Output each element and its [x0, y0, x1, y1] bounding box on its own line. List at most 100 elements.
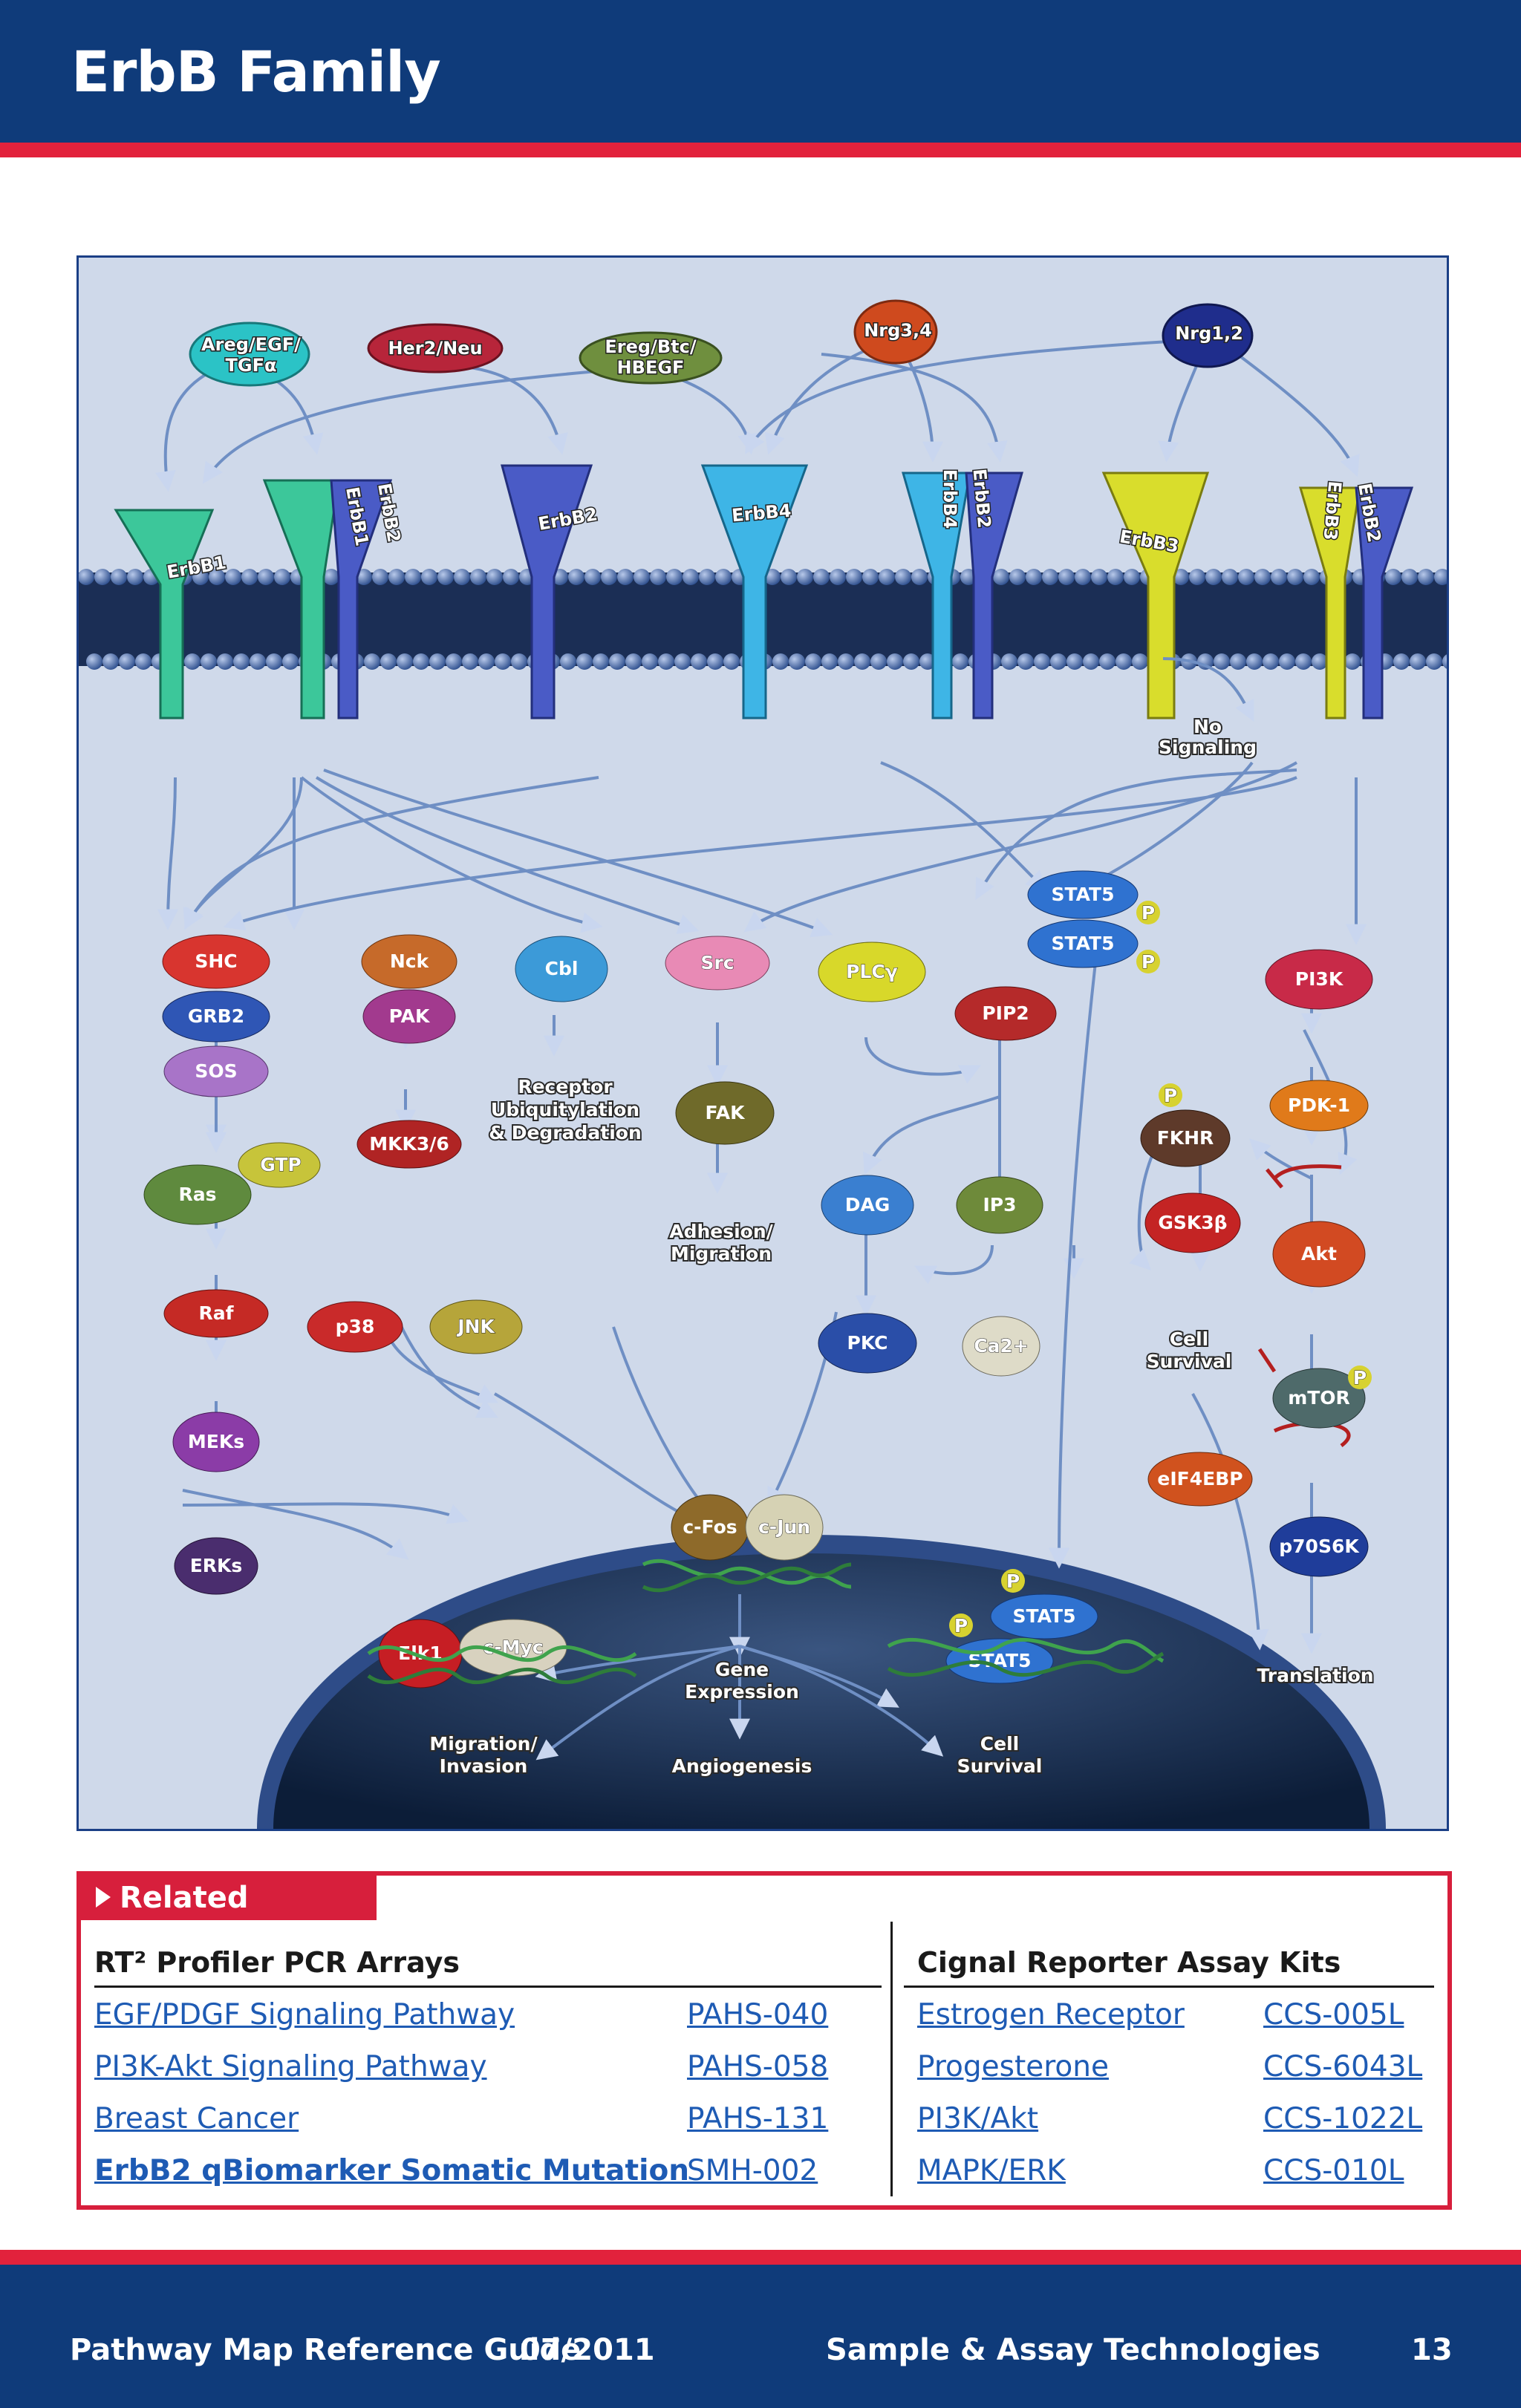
link-pahs-058[interactable]: PAHS-058 [687, 2050, 829, 2084]
node-plcg: PLCγ [846, 961, 898, 982]
node-shape-stat5d [945, 1638, 1054, 1684]
node-meks: MEKs [188, 1431, 244, 1452]
node-shc: SHC [195, 950, 237, 972]
ligand-nrg3-4: Nrg3,4 [864, 320, 932, 341]
ligand-labels: Areg/EGF/ TGFα Her2/Neu Ereg/Btc/ HBEGF … [201, 319, 1245, 379]
node-shape-fak [675, 1081, 775, 1145]
outcome-cell-survival-1b: Survival [1147, 1351, 1232, 1372]
node-stat5a: STAT5 [1052, 884, 1115, 905]
outcome-migration-invasion-2: Invasion [440, 1755, 528, 1777]
outcome-cell-survival-1a: Cell [1170, 1328, 1208, 1350]
column-divider [890, 1922, 893, 2196]
link-smh-002[interactable]: SMH-002 [687, 2154, 818, 2187]
p-badge-3: P [1164, 1085, 1177, 1106]
node-shape-meks [172, 1412, 260, 1472]
link-breast-cancer[interactable]: Breast Cancer [94, 2102, 299, 2135]
node-shape-ca [962, 1316, 1040, 1377]
ligand-tgfa: TGFα [226, 355, 277, 376]
outcome-receptor-ub-2: Ubiquitylation [491, 1099, 639, 1120]
node-shape-pi3k [1265, 949, 1373, 1010]
node-cbl: Cbl [545, 958, 579, 979]
outcome-gene-expression-2: Expression [685, 1681, 799, 1703]
receptors [114, 464, 1414, 720]
node-grb2: GRB2 [188, 1005, 244, 1027]
link-progesterone[interactable]: Progesterone [917, 2050, 1109, 2084]
node-shape-mkk [356, 1120, 462, 1169]
node-shape-pak [362, 989, 456, 1044]
cignal-reporter-header: Cignal Reporter Assay Kits [917, 1946, 1341, 1979]
node-shape-pip2 [954, 986, 1057, 1041]
outcome-cell-survival-2b: Survival [957, 1755, 1043, 1777]
node-nck: Nck [390, 950, 430, 972]
related-products-panel: Related products RT² Profiler PCR Arrays… [76, 1871, 1452, 2210]
node-shape-cbl [515, 936, 608, 1002]
p-badge-5: P [1006, 1570, 1020, 1592]
node-shape-gsk3b [1144, 1192, 1241, 1253]
link-erbb2-qbiomarker[interactable]: ErbB2 qBiomarker Somatic Mutation [94, 2154, 690, 2187]
right-header-divider [904, 1986, 1434, 1988]
node-pkc: PKC [847, 1332, 888, 1354]
link-ccs-6043l[interactable]: CCS-6043L [1263, 2050, 1423, 2084]
p-badge-1: P [1141, 902, 1155, 924]
footer-guide-title: Pathway Map Reference Guide [70, 2333, 582, 2367]
node-mkk: MKK3/6 [369, 1133, 449, 1155]
p-badge-6: P [954, 1615, 968, 1637]
node-pak: PAK [389, 1005, 431, 1027]
p-badge-shape-3 [1159, 1083, 1182, 1107]
p-badge-shape-4 [1348, 1365, 1372, 1389]
ligand-areg-egf: Areg/EGF/ [201, 334, 301, 355]
link-mapk-erk[interactable]: MAPK/ERK [917, 2154, 1066, 2187]
node-ip3: IP3 [983, 1194, 1016, 1216]
link-estrogen-receptor[interactable]: Estrogen Receptor [917, 1998, 1185, 2032]
node-mtor: mTOR [1288, 1387, 1350, 1409]
link-pi3k-akt-pathway[interactable]: PI3K-Akt Signaling Pathway [94, 2050, 487, 2084]
node-shape-cjun [745, 1494, 824, 1561]
node-stat5b: STAT5 [1052, 933, 1115, 954]
p-badge-shape-5 [1001, 1569, 1025, 1593]
page-title: ErbB Family [71, 39, 441, 105]
node-shape-dag [821, 1175, 914, 1236]
node-pip2: PIP2 [982, 1002, 1029, 1024]
outcome-labels: Receptor Ubiquitylation & Degradation Ad… [428, 1074, 1375, 1778]
node-shape-stat5a [1027, 870, 1139, 919]
node-p70s6k: p70S6K [1279, 1536, 1360, 1557]
rt2-profiler-header: RT² Profiler PCR Arrays [94, 1946, 460, 1979]
page-footer: Pathway Map Reference Guide 07/2011 Samp… [0, 2265, 1521, 2408]
node-sos: SOS [195, 1060, 237, 1082]
signaling-nodes [143, 870, 1373, 1688]
p-badge-shape-1 [1136, 901, 1160, 924]
node-dag: DAG [845, 1194, 890, 1216]
signaling-node-labels: SHC GRB2 SOS GTP Ras Raf MEKs ERKs Nck P… [178, 884, 1367, 1671]
left-header-divider [94, 1986, 882, 1988]
link-pahs-040[interactable]: PAHS-040 [687, 1998, 829, 2032]
footer-company: Sample & Assay Technologies [826, 2333, 1320, 2367]
outcome-receptor-ub-1: Receptor [518, 1076, 613, 1097]
node-shape-sos [163, 1045, 269, 1097]
node-shape-mtor [1272, 1368, 1366, 1429]
node-shape-stat5c [990, 1593, 1098, 1639]
link-ccs-1022l[interactable]: CCS-1022L [1263, 2102, 1423, 2135]
node-shape-plcg [818, 942, 926, 1002]
node-fak: FAK [706, 1102, 746, 1123]
link-ccs-005l[interactable]: CCS-005L [1263, 1998, 1404, 2032]
link-ccs-010l[interactable]: CCS-010L [1263, 2154, 1404, 2187]
p-badge-4: P [1353, 1367, 1367, 1389]
node-shape-nck [361, 934, 457, 989]
outcome-gene-expression-1: Gene [715, 1659, 769, 1680]
node-src: Src [700, 952, 734, 973]
link-pahs-131[interactable]: PAHS-131 [687, 2102, 829, 2135]
no-signaling-label-2: Signaling [1159, 737, 1257, 758]
ligand-hbegf: HBEGF [617, 357, 685, 378]
node-shape-pdk1 [1269, 1080, 1369, 1132]
outcome-translation: Translation [1257, 1665, 1373, 1686]
node-cfos: c-Fos [683, 1516, 737, 1538]
link-egf-pdgf-pathway[interactable]: EGF/PDGF Signaling Pathway [94, 1998, 515, 2032]
link-pi3k-akt[interactable]: PI3K/Akt [917, 2102, 1039, 2135]
outcome-adhesion-2: Migration [671, 1243, 772, 1265]
node-shape-grb2 [162, 991, 270, 1043]
receptor-erbb4-b: ErbB4 [939, 469, 960, 529]
node-shape-fkhr [1140, 1109, 1231, 1167]
node-shape-eif4ebp [1147, 1452, 1253, 1507]
node-shape-p38 [307, 1301, 403, 1353]
p-badge-shape-2 [1136, 950, 1160, 973]
